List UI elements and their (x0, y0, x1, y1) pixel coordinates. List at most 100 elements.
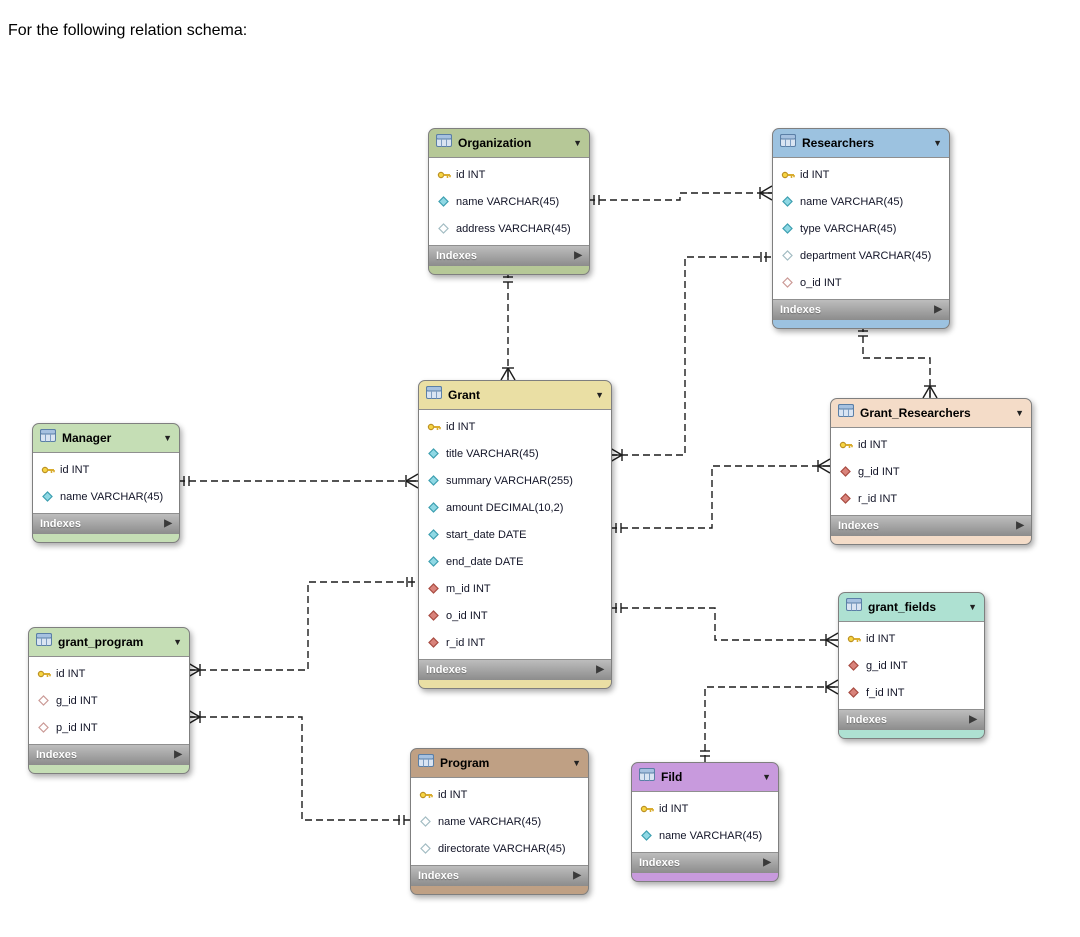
field-row[interactable]: name VARCHAR(45) (411, 808, 588, 835)
field-row[interactable]: g_id INT (29, 687, 189, 714)
table-bottom-strip (29, 765, 189, 773)
field-row[interactable]: o_id INT (773, 269, 949, 296)
expand-arrow-icon[interactable]: ▶ (164, 518, 172, 529)
table-manager[interactable]: Manager▼ id INT name VARCHAR(45) Indexes▶ (32, 423, 180, 543)
field-row[interactable]: r_id INT (831, 485, 1031, 512)
field-row[interactable]: id INT (29, 660, 189, 687)
field-row[interactable]: start_date DATE (419, 521, 611, 548)
field-row[interactable]: title VARCHAR(45) (419, 440, 611, 467)
field-row[interactable]: type VARCHAR(45) (773, 215, 949, 242)
table-bottom-strip (429, 266, 589, 274)
field-row[interactable]: id INT (632, 795, 778, 822)
field-row[interactable]: g_id INT (831, 458, 1031, 485)
field-row[interactable]: summary VARCHAR(255) (419, 467, 611, 494)
field-row[interactable]: department VARCHAR(45) (773, 242, 949, 269)
table-header-grant[interactable]: Grant▼ (419, 381, 611, 409)
table-header-program[interactable]: Program▼ (411, 749, 588, 777)
collapse-arrow-icon[interactable]: ▼ (573, 137, 582, 148)
connector-grant-grant_researchers[interactable] (610, 458, 831, 533)
indexes-bar[interactable]: Indexes▶ (419, 660, 611, 680)
indexes-bar[interactable]: Indexes▶ (773, 300, 949, 320)
connector-researchers-grant_researchers[interactable] (858, 325, 938, 399)
collapse-arrow-icon[interactable]: ▼ (572, 757, 581, 768)
field-row[interactable]: name VARCHAR(45) (429, 188, 589, 215)
field-label: id INT (800, 168, 830, 181)
field-row[interactable]: id INT (33, 456, 179, 483)
connector-organization-researchers[interactable] (588, 185, 773, 205)
expand-arrow-icon[interactable]: ▶ (969, 714, 977, 725)
expand-arrow-icon[interactable]: ▶ (763, 857, 771, 868)
connector-fild-grant_fields[interactable] (700, 679, 839, 762)
expand-arrow-icon[interactable]: ▶ (934, 304, 942, 315)
field-label: id INT (438, 788, 468, 801)
diamond-red-filled-icon (846, 687, 861, 698)
field-row[interactable]: end_date DATE (419, 548, 611, 575)
connector-grant-researchers[interactable] (609, 252, 772, 463)
field-row[interactable]: name VARCHAR(45) (773, 188, 949, 215)
field-row[interactable]: id INT (429, 161, 589, 188)
indexes-bar[interactable]: Indexes ▶ (831, 516, 1031, 536)
field-row[interactable]: f_id INT (839, 679, 984, 706)
field-row[interactable]: p_id INT (29, 714, 189, 741)
table-header-fild[interactable]: Fild▼ (632, 763, 778, 791)
indexes-bar[interactable]: Indexes▶ (429, 246, 589, 266)
collapse-arrow-icon[interactable]: ▼ (595, 389, 604, 400)
table-header-grant_fields[interactable]: grant_fields▼ (839, 593, 984, 621)
field-row[interactable]: directorate VARCHAR(45) (411, 835, 588, 862)
field-label: r_id INT (446, 636, 486, 649)
collapse-arrow-icon[interactable]: ▼ (933, 137, 942, 148)
table-bottom-strip (33, 534, 179, 542)
field-row[interactable]: id INT (839, 625, 984, 652)
table-header-organization[interactable]: Organization▼ (429, 129, 589, 157)
table-header-grant_researchers[interactable]: Grant_Researchers▼ (831, 399, 1031, 427)
field-row[interactable]: name VARCHAR(45) (632, 822, 778, 849)
expand-arrow-icon[interactable]: ▶ (596, 664, 604, 675)
field-row[interactable]: m_id INT (419, 575, 611, 602)
table-program[interactable]: Program▼ id INT name VARCHAR(45)directorat… (410, 748, 589, 895)
expand-arrow-icon[interactable]: ▶ (573, 870, 581, 881)
collapse-arrow-icon[interactable]: ▼ (762, 771, 771, 782)
indexes-bar[interactable]: Indexes▶ (29, 745, 189, 765)
table-header-manager[interactable]: Manager▼ (33, 424, 179, 452)
field-row[interactable]: id INT (411, 781, 588, 808)
indexes-bar[interactable]: Indexes▶ (632, 853, 778, 873)
field-row[interactable]: g_id INT (839, 652, 984, 679)
collapse-arrow-icon[interactable]: ▼ (173, 636, 182, 647)
expand-arrow-icon[interactable]: ▶ (574, 250, 582, 261)
field-row[interactable]: name VARCHAR(45) (33, 483, 179, 510)
indexes-label: Indexes (838, 520, 879, 532)
collapse-arrow-icon[interactable]: ▼ (1015, 407, 1024, 418)
collapse-arrow-icon[interactable]: ▼ (968, 601, 977, 612)
field-row[interactable]: id INT (419, 413, 611, 440)
expand-arrow-icon[interactable]: ▶ (1016, 520, 1024, 531)
field-row[interactable]: id INT (773, 161, 949, 188)
field-row[interactable]: address VARCHAR(45) (429, 215, 589, 242)
collapse-arrow-icon[interactable]: ▼ (163, 432, 172, 443)
primary-key-icon (426, 422, 441, 432)
table-researchers[interactable]: Researchers▼ id INT name VARCHAR(45)type V… (772, 128, 950, 329)
connector-grant_program-program[interactable] (187, 709, 410, 825)
field-label: id INT (60, 463, 90, 476)
indexes-bar[interactable]: Indexes▶ (33, 514, 179, 534)
connector-grant_program-grant[interactable] (187, 577, 418, 678)
table-header-grant_program[interactable]: grant_program▼ (29, 628, 189, 656)
indexes-bar[interactable]: Indexes▶ (411, 866, 588, 886)
connector-organization-grant[interactable] (500, 271, 516, 381)
connector-manager-grant[interactable] (178, 473, 419, 489)
field-row[interactable]: amount DECIMAL(10,2) (419, 494, 611, 521)
field-row[interactable]: o_id INT (419, 602, 611, 629)
table-bottom-strip (419, 680, 611, 688)
field-row[interactable]: id INT (831, 431, 1031, 458)
expand-arrow-icon[interactable]: ▶ (174, 749, 182, 760)
connector-grant-grant_fields[interactable] (610, 603, 839, 648)
field-row[interactable]: r_id INT (419, 629, 611, 656)
indexes-bar[interactable]: Indexes▶ (839, 710, 984, 730)
table-header-researchers[interactable]: Researchers▼ (773, 129, 949, 157)
